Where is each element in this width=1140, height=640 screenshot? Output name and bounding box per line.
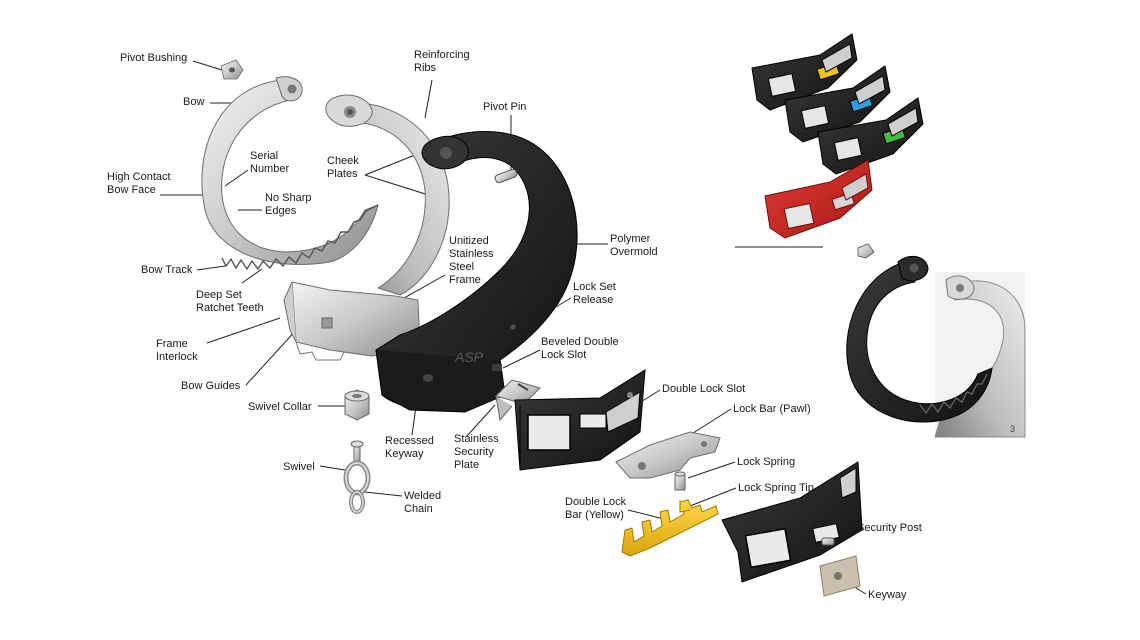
label-cheek-plates: Cheek Plates (327, 155, 359, 180)
lock-bar-pawl-part (615, 431, 721, 479)
label-lock-bar-pawl: Lock Bar (Pawl) (733, 403, 811, 415)
polymer-overmold-part: ASP (375, 131, 578, 413)
variant-yellow (751, 33, 858, 111)
lock-spring-part (674, 471, 686, 491)
lock-housing-part (514, 369, 646, 471)
label-serial-number: Serial Number (250, 150, 290, 175)
label-double-lock-bar-yellow: Double Lock Bar (Yellow) (565, 496, 627, 521)
label-bow-guides: Bow Guides (181, 380, 241, 392)
label-welded-chain: Welded Chain (404, 490, 442, 515)
label-pivot-bushing: Pivot Bushing (120, 52, 188, 64)
label-swivel-collar: Swivel Collar (248, 401, 312, 413)
double-lock-bar-yellow-part (621, 499, 719, 557)
pivot-bushing-part (220, 59, 244, 80)
label-security-post: Security Post (857, 522, 922, 534)
label-pivot-pin: Pivot Pin (483, 101, 527, 113)
svg-text:3: 3 (1010, 424, 1015, 434)
steel-frame-part (283, 94, 450, 361)
label-unitized-frame: Unitized Stainless Steel Frame (449, 235, 494, 286)
assembled-cuff-detail: 3 (846, 255, 1026, 438)
frame-logo: ASP (454, 349, 484, 365)
label-frame-interlock: Frame Interlock (156, 338, 198, 363)
label-lock-set-release: Lock Set Release (573, 281, 616, 306)
keyway-part (819, 555, 861, 597)
stainless-security-plate-part (495, 379, 541, 422)
label-lock-spring: Lock Spring (737, 456, 796, 468)
color-variant-housings (751, 33, 924, 259)
label-keyway: Keyway (868, 589, 907, 601)
swivel-collar-part (344, 389, 370, 421)
swivel-part (343, 440, 371, 514)
variant-red (764, 159, 873, 239)
label-high-contact-bow-face: High Contact Bow Face (107, 171, 171, 196)
label-lock-spring-tip: Lock Spring Tip (738, 482, 814, 494)
back-lock-plate-part (721, 461, 863, 583)
label-swivel: Swivel (283, 461, 315, 473)
variant-blue (784, 65, 891, 143)
variant-green (817, 97, 924, 175)
label-stainless-security-plate: Stainless Security Plate (454, 433, 499, 471)
label-deep-set-ratchet-teeth: Deep Set Ratchet Teeth (196, 289, 264, 314)
label-reinforcing-ribs: Reinforcing Ribs (414, 49, 470, 74)
label-bow: Bow (183, 96, 205, 108)
label-beveled-double-lock-slot: Beveled Double Lock Slot (541, 336, 619, 361)
label-no-sharp-edges: No Sharp Edges (265, 192, 312, 217)
label-bow-track: Bow Track (141, 264, 193, 276)
label-recessed-keyway: Recessed Keyway (385, 435, 434, 460)
bow-part (201, 76, 379, 271)
label-polymer-overmold: Polymer Overmold (610, 233, 658, 258)
label-double-lock-slot: Double Lock Slot (662, 383, 746, 395)
